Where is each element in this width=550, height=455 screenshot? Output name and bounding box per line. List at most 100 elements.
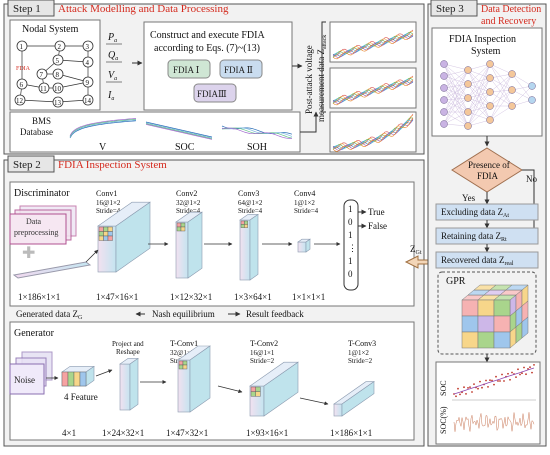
post-attack-line (332, 80, 414, 105)
bus-node (16, 40, 28, 52)
soc-point (489, 379, 491, 382)
bms-series-line (69, 118, 137, 137)
nn-node (486, 116, 494, 124)
block-front-face (119, 363, 131, 411)
kernel-cell (180, 222, 186, 228)
gpr-label: GPR (446, 276, 466, 287)
bus-node-label: 1 (20, 43, 24, 51)
preprocess-line1: Data (26, 217, 42, 226)
presence-line1: Presence of (468, 160, 510, 170)
nn-edge (443, 75, 469, 85)
post-attack-plot (329, 111, 417, 153)
nn-node (486, 60, 494, 68)
soc-point (509, 378, 511, 381)
soc-point (481, 386, 483, 389)
kernel-cell (107, 231, 113, 237)
step3-title-line2: and Recovery (481, 16, 536, 27)
block-front-face (333, 403, 343, 417)
nn-node (486, 88, 494, 96)
nn-node (508, 86, 516, 94)
flow-arrow (217, 385, 243, 394)
input-dim: 1×186×1×1 (18, 292, 60, 302)
soc-point (465, 393, 467, 395)
cube-cell-front (477, 331, 495, 349)
signal-label: Qa (108, 50, 118, 62)
soc-axis-label: SOC(%) SOC (439, 380, 448, 434)
nn-edge (467, 105, 491, 127)
soc-point (521, 372, 523, 375)
soc-text: SOC (439, 380, 448, 396)
block-side-face (263, 361, 299, 417)
nn-edge (443, 63, 469, 85)
post-attack-line (332, 120, 414, 151)
cube-cell-front (461, 315, 479, 333)
bus-node (52, 82, 64, 94)
nn-edge (443, 97, 469, 125)
conv-stride: Stride=4 (238, 207, 263, 215)
no-label: No (526, 174, 537, 184)
yes-label: Yes (462, 193, 476, 203)
cube-cell-front (493, 299, 511, 317)
fdia3-label: FDIAⅢ (197, 89, 227, 99)
post-attack-line (332, 75, 414, 102)
kernel-cell (255, 391, 261, 397)
block-side-face (115, 201, 151, 273)
feedback-label: Result feedback (246, 309, 304, 319)
bms-series-line (145, 121, 213, 138)
bms-series-line (145, 124, 213, 140)
nn-node (440, 60, 448, 68)
soc-point (469, 386, 471, 388)
block-side-face (305, 238, 311, 253)
nn-edge (443, 69, 469, 101)
step2-tag: Step 2 (13, 159, 41, 171)
bus-node (38, 82, 50, 94)
conv-dim: 1×3×64×1 (234, 292, 272, 302)
conv-stride: Stride=4 (294, 207, 319, 215)
kernel-cell (182, 364, 188, 370)
soc-pct-text: SOC(%) (439, 406, 448, 434)
kernel-cell (244, 224, 248, 228)
post-attack-line (332, 34, 414, 59)
nn-edge (443, 83, 469, 101)
output-bit: 1 (348, 204, 353, 214)
nn-edge (489, 63, 513, 91)
nn-edge (489, 77, 513, 107)
nn-node (440, 96, 448, 104)
nn-edge (467, 91, 491, 127)
post-attack-line2: measurement data Zattack (316, 35, 328, 122)
soc-fit-line (453, 367, 535, 395)
bus-node (82, 76, 94, 88)
fdia-marker-label: FDIA (16, 66, 31, 72)
inspection-line1: FDIA Inspection (449, 34, 516, 45)
discriminator-title: Discriminator (14, 188, 70, 199)
kernel-cell (98, 226, 104, 232)
soc-point (463, 386, 465, 389)
nn-node (440, 72, 448, 80)
block-side-face (341, 381, 375, 417)
nn-edge (467, 63, 491, 113)
nn-node (486, 102, 494, 110)
false-label: False (368, 221, 387, 231)
post-attack-line (332, 117, 414, 152)
post-attack-line1: Post-attack voltage (304, 45, 314, 114)
nn-edge (443, 69, 469, 113)
nn-node (464, 80, 472, 88)
soc-point (499, 380, 501, 382)
flow-arrow (299, 397, 329, 406)
post-attack-plot (329, 21, 417, 63)
nn-edge (443, 63, 469, 127)
kernel-cell (178, 360, 184, 366)
soc-error-line (453, 412, 535, 432)
step3-title-line1: Data Detection (481, 4, 541, 15)
bus-node-label: 8 (56, 71, 60, 79)
tconv-dim: 1×186×1×1 (330, 428, 372, 438)
bms-series-line (69, 118, 137, 136)
nn-edge (443, 69, 469, 89)
output-bit: ⋮ (348, 243, 357, 253)
nn-edge (489, 63, 513, 107)
nn-node (440, 84, 448, 92)
output-bits: 101⋮10 (348, 204, 357, 279)
soc-curves (452, 364, 536, 432)
